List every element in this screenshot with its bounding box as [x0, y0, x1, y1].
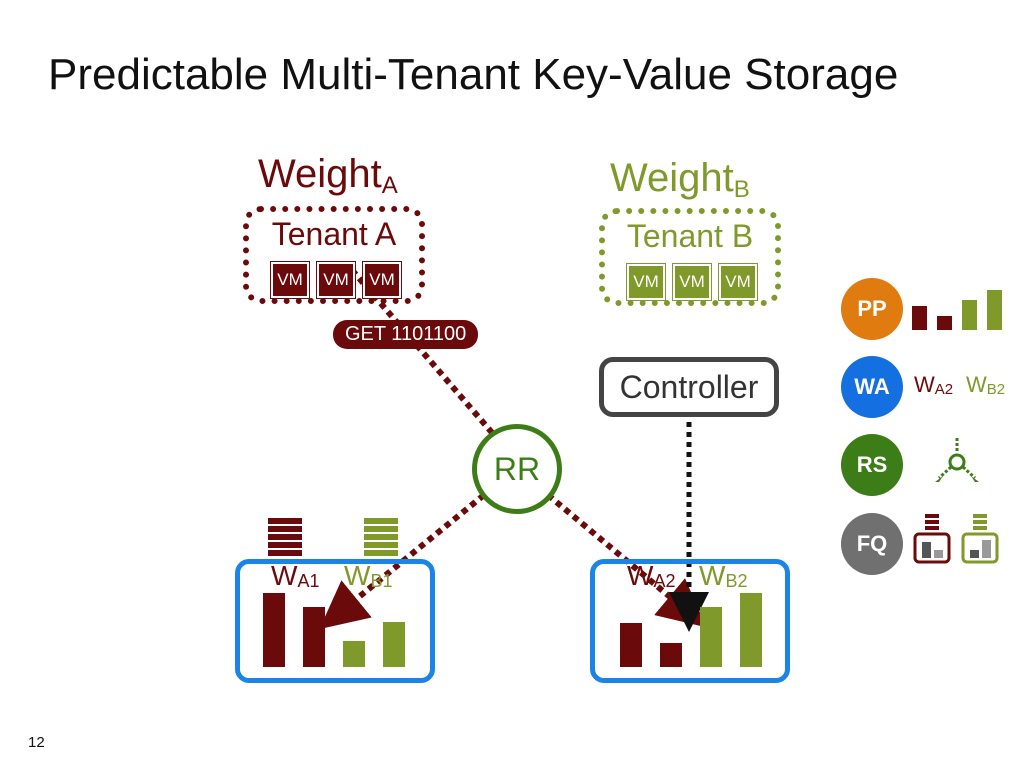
server-1-wb-label: WB1 [344, 560, 393, 591]
tenant-a-vm-3[interactable]: VM [362, 261, 402, 299]
server-1-bar-a-1 [263, 593, 285, 667]
server-1[interactable] [235, 559, 435, 683]
server-1-wa-label: WA1 [271, 560, 320, 591]
tenant-a-label: Tenant A [271, 216, 397, 252]
legend-wa-w1-label: WA2 [914, 372, 954, 398]
slide-title: Predictable Multi-Tenant Key-Value Stora… [48, 50, 899, 99]
tenant-a-vm-2[interactable]: VM [316, 261, 356, 299]
tenant-b-label: Tenant B [626, 218, 754, 254]
weight-b-label: WeightB [610, 156, 750, 203]
server-1-bars [263, 593, 405, 667]
weight-a-label: WeightA [258, 152, 398, 199]
tenant-b-group: Tenant B VM VM VM [599, 208, 781, 306]
tenant-b-vm-3[interactable]: VM [718, 263, 758, 301]
server-2-bar-b-2 [740, 593, 762, 667]
legend-pp-badge: PP [841, 278, 903, 340]
legend-wa-w2-label: WB2 [966, 372, 1006, 398]
controller-box[interactable]: Controller [599, 357, 779, 417]
server-2-bar-b-1 [700, 607, 722, 667]
legend-fq-queues-icon [913, 514, 999, 564]
server-2-bar-a-2 [660, 643, 682, 667]
server-2[interactable] [590, 559, 790, 683]
legend-pp-bars-icon [912, 290, 1002, 330]
server-1-bar-a-2 [303, 607, 325, 667]
page-number: 12 [28, 734, 45, 751]
tenant-b-vm-1[interactable]: VM [626, 263, 666, 301]
server-2-wb-label: WB2 [699, 560, 748, 591]
server-1-bar-b-1 [343, 641, 365, 667]
server-1-bar-b-2 [383, 622, 405, 667]
server-2-bar-a-1 [620, 623, 642, 667]
legend-rs-badge: RS [841, 434, 903, 496]
rr-to-server2-line [546, 492, 707, 628]
tenant-a-group: Tenant A VM VM VM [243, 206, 425, 304]
rr-router[interactable]: RR [472, 424, 562, 514]
get-request-label: GET 1101100 [333, 320, 479, 349]
tenant-a-vm-1[interactable]: VM [270, 261, 310, 299]
legend-fq-badge: FQ [841, 513, 903, 575]
queue-b-icon [364, 518, 398, 556]
server-2-bars [620, 593, 762, 667]
tenant-b-vm-2[interactable]: VM [672, 263, 712, 301]
legend-rs-router-icon [935, 438, 979, 482]
server-2-wa-label: WA2 [627, 560, 676, 591]
legend-wa-badge: WA [841, 356, 903, 418]
rr-to-server1-line [319, 492, 486, 630]
queue-a-icon [268, 518, 302, 556]
